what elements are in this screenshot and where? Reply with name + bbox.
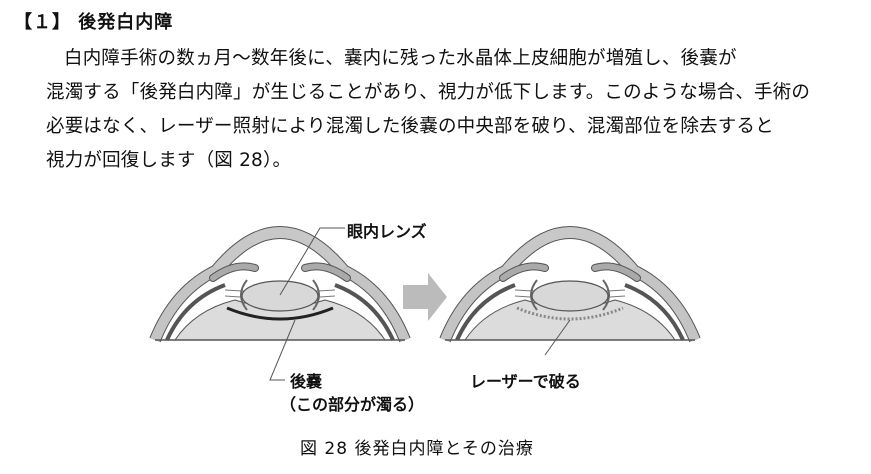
clouded-posterior-capsule [226, 306, 334, 321]
label-intraocular-lens: 眼内レンズ [347, 222, 427, 241]
leader-line [544, 319, 571, 356]
eye-diagram [0, 200, 871, 381]
leader-line [269, 319, 296, 381]
figure-caption: 図 28 後発白内障とその治療 [300, 439, 534, 459]
label-posterior-capsule: 後嚢 [290, 372, 323, 391]
arrow-right-icon [403, 273, 447, 321]
label-laser: レーザーで破る [470, 372, 581, 391]
paragraph-line: 混濁する「後発白内障」が生じることがあり、視力が低下します。このような場合、手術… [46, 82, 811, 103]
body-paragraph: 白内障手術の数ヵ月～数年後に、嚢内に残った水晶体上皮細胞が増殖し、後嚢が 混濁す… [46, 42, 846, 178]
paragraph-line: 白内障手術の数ヵ月～数年後に、嚢内に残った水晶体上皮細胞が増殖し、後嚢が [64, 48, 737, 69]
label-capsule-note: （この部分が濁る） [280, 395, 425, 414]
paragraph-line: 必要はなく、レーザー照射により混濁した後嚢の中央部を破り、混濁部位を除去すると [46, 116, 774, 137]
eye-after [445, 233, 695, 341]
leader-line [279, 227, 345, 296]
eye-before [155, 233, 405, 341]
paragraph-line: 視力が回復します（図 28）。 [46, 150, 292, 171]
section-heading: 【１】 後発白内障 [14, 12, 174, 33]
opened-posterior-capsule [516, 306, 624, 321]
